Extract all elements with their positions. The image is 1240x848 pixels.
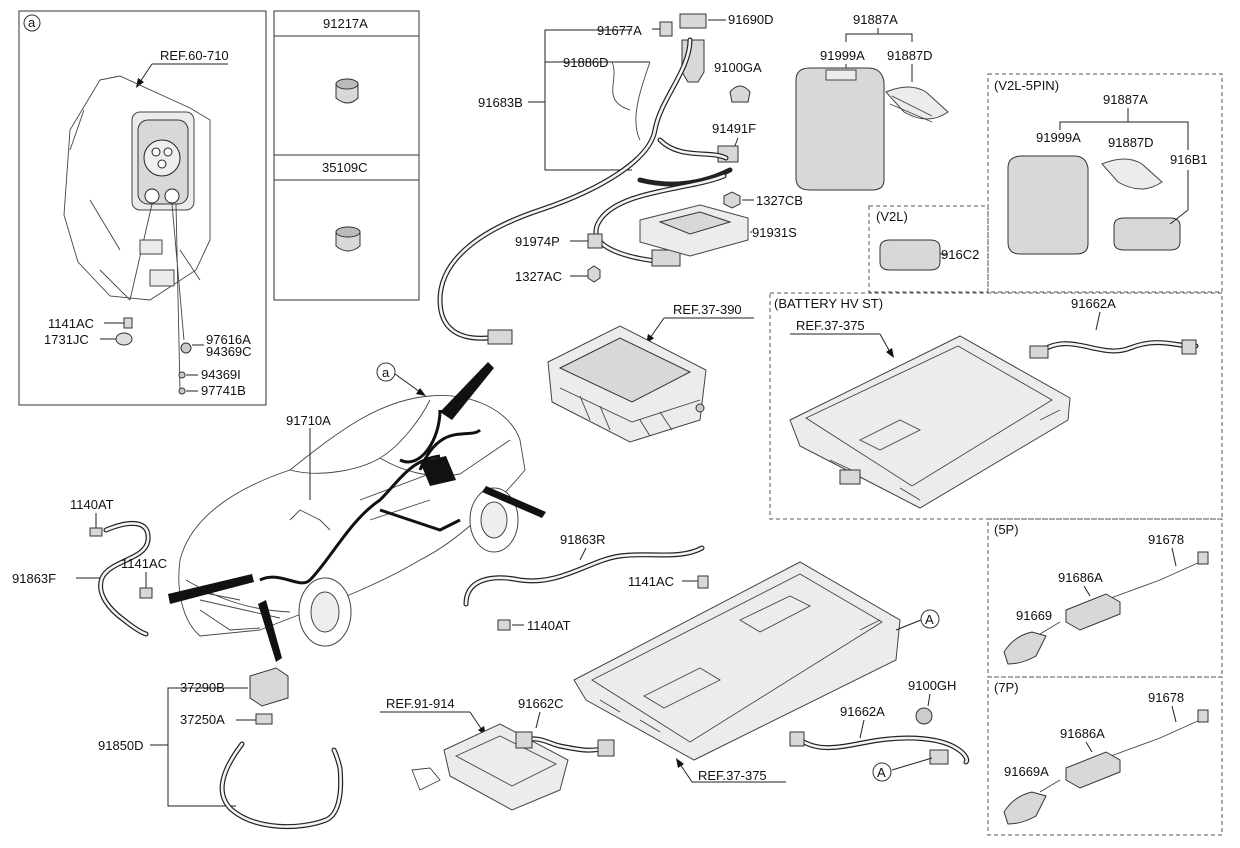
v2l-5pin-title: (V2L-5PIN) — [994, 78, 1059, 93]
small-parts-box: 91217A 35109C — [273, 10, 420, 301]
relay-box-91931S: 91931S 1327CB 91974P 1327AC — [515, 191, 803, 284]
label-916B1: 916B1 — [1170, 152, 1208, 167]
label-9100GA: 9100GA — [714, 60, 762, 75]
box-5p: (5P) 91678 91686A 91669 — [987, 518, 1223, 678]
v2l-5pin-box: (V2L-5PIN) 91887A 91999A 91887D 916B1 — [987, 73, 1223, 293]
label-916C2: 916C2 — [941, 247, 979, 262]
ref-91-914-label: REF.91-914 — [386, 696, 455, 711]
charger-cover-group: 91887A 91999A 91887D — [795, 12, 949, 191]
bracket-ref-91-914: REF.91-914 91662C — [380, 696, 615, 811]
label-91887D-top: 91887D — [887, 48, 933, 63]
label-91690D: 91690D — [728, 12, 774, 27]
onboard-charger: REF.37-390 — [547, 302, 754, 443]
v2l-box: (V2L) 916C2 — [868, 205, 989, 293]
cable-91863R: 91863R 1141AC 1140AT — [463, 532, 709, 633]
label-91678-7p: 91678 — [1148, 690, 1184, 705]
label-91662A-bottom: 91662A — [840, 704, 885, 719]
label-1141AC-a: 1141AC — [48, 316, 94, 331]
v2l-title: (V2L) — [876, 209, 908, 224]
label-91491F: 91491F — [712, 121, 756, 136]
label-1140AT-right: 1140AT — [527, 618, 571, 633]
label-91999A-top: 91999A — [820, 48, 865, 63]
label-97741B: 97741B — [201, 383, 246, 398]
grommet-35109C — [335, 226, 361, 252]
box-7p-title: (7P) — [994, 680, 1019, 695]
label-91710A: 91710A — [286, 413, 331, 428]
label-91662C: 91662C — [518, 696, 564, 711]
label-97616A: 97616A — [206, 332, 251, 347]
label-91999A-v2l: 91999A — [1036, 130, 1081, 145]
label-91863F: 91863F — [12, 571, 56, 586]
label-91886D: 91886D — [563, 55, 609, 70]
label-35109C: 35109C — [322, 160, 368, 175]
box-5p-title: (5P) — [994, 522, 1019, 537]
label-1140AT-left: 1140AT — [70, 497, 114, 512]
label-91686A-7p: 91686A — [1060, 726, 1105, 741]
vehicle-a-marker: a — [382, 365, 390, 380]
label-91678-5p: 91678 — [1148, 532, 1184, 547]
label-37250A: 37250A — [180, 712, 225, 727]
battery-hv-st-title: (BATTERY HV ST) — [774, 296, 883, 311]
label-91850D: 91850D — [98, 738, 144, 753]
label-1327AC: 1327AC — [515, 269, 562, 284]
ref-37-390-label: REF.37-390 — [673, 302, 742, 317]
label-91887D-v2l: 91887D — [1108, 135, 1154, 150]
label-1327CB: 1327CB — [756, 193, 803, 208]
grommet-91217A — [335, 78, 359, 104]
label-91887A-v2l: 91887A — [1103, 92, 1148, 107]
label-91669: 91669 — [1016, 608, 1052, 623]
cable-91662A-bottom: 9100GH 91662A A — [789, 678, 970, 782]
ref-60-710-label: REF.60-710 — [160, 48, 229, 63]
ref-37-375-label-b: REF.37-375 — [698, 768, 767, 783]
label-1141AC-left: 1141AC — [121, 556, 167, 571]
box-7p: (7P) 91678 91686A 91669A — [987, 676, 1223, 836]
ref-37-375-label-a: REF.37-375 — [796, 318, 865, 333]
label-94369I: 94369I — [201, 367, 241, 382]
cable-91863F: 1140AT 91863F 1141AC — [12, 497, 167, 637]
charging-port-sketch — [63, 75, 211, 391]
label-91863R: 91863R — [560, 532, 606, 547]
label-1731JC: 1731JC — [44, 332, 89, 347]
battery-hv-st-box: (BATTERY HV ST) REF.37-375 91662A — [769, 292, 1223, 520]
label-91887A-top: 91887A — [853, 12, 898, 27]
circle-A-top: A — [925, 612, 934, 627]
label-9100GH: 9100GH — [908, 678, 956, 693]
detail-box-a: a REF.60-710 1141AC 1731JC 97616A — [18, 10, 267, 406]
label-1141AC-right: 1141AC — [628, 574, 674, 589]
main-battery-pack: A REF.37-375 — [573, 561, 940, 783]
label-91931S: 91931S — [752, 225, 797, 240]
label-91662A-top: 91662A — [1071, 296, 1116, 311]
label-94369C: 94369C — [206, 344, 252, 359]
label-91686A-5p: 91686A — [1058, 570, 1103, 585]
label-91217A: 91217A — [323, 16, 368, 31]
label-37290B: 37290B — [180, 680, 225, 695]
cable-91850D: 91850D 37290B 37250A — [98, 667, 344, 829]
label-91669A: 91669A — [1004, 764, 1049, 779]
harness-91683B: 91683B 91677A 91886D 91690D 9100GA 91491… — [437, 12, 774, 345]
label-91677A: 91677A — [597, 23, 642, 38]
circle-A-bottom: A — [877, 765, 886, 780]
label-91974P: 91974P — [515, 234, 560, 249]
label-91683B: 91683B — [478, 95, 523, 110]
vehicle-outline: a — [168, 362, 546, 662]
detail-a-marker: a — [28, 15, 36, 30]
